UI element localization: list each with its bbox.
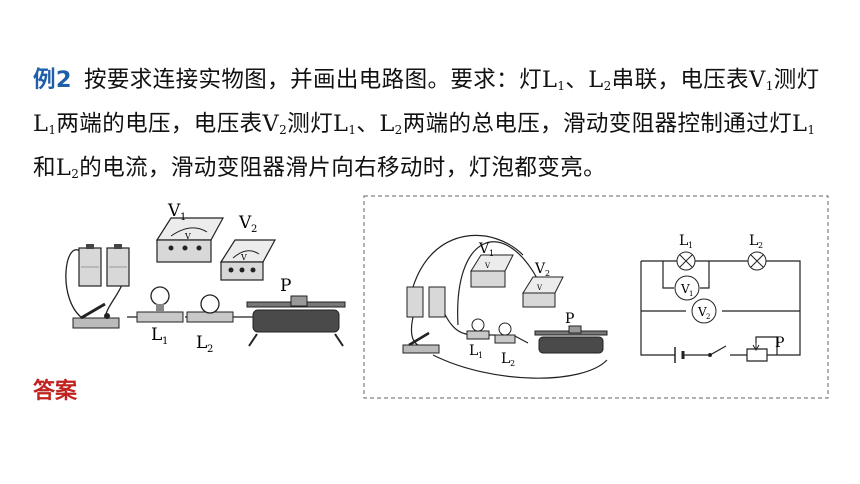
answer-figure-box: V V 1 V V 2 L 1 L 2 P <box>363 195 829 399</box>
problem-text-part: 两端的电压，电压表 <box>56 111 263 137</box>
answer-l2-label-sub: 2 <box>510 359 515 368</box>
answer-voltmeter-v1-icon <box>470 254 514 288</box>
problem-text-part: 、 <box>565 67 589 93</box>
lamp-l2-icon <box>186 294 234 323</box>
schematic-battery-icon <box>674 347 685 363</box>
answer-rheostat-icon <box>534 325 608 354</box>
p-label: P <box>280 276 291 296</box>
schematic-v2-label: V <box>697 305 707 319</box>
problem-text-part: 测灯 <box>773 67 820 93</box>
schematic-lamp-l2-icon <box>747 251 767 271</box>
problem-text-part: L <box>33 111 49 137</box>
answer-l2-label: L <box>501 351 510 367</box>
problem-text-part: L <box>379 111 395 137</box>
problem-text-part: 、 <box>356 111 380 137</box>
problem-text-sub: 1 <box>807 123 816 137</box>
problem-text-part: L <box>541 67 558 93</box>
problem-text-sub: 1 <box>48 123 57 137</box>
answer-battery-icon <box>406 286 446 318</box>
problem-text-sub: 2 <box>279 123 288 137</box>
voltmeter-v1-face-label: V <box>184 232 191 241</box>
schematic-v2-label-sub: 2 <box>706 313 710 321</box>
answer-v2-label: V <box>534 261 546 277</box>
lamp-l1-icon <box>136 286 184 323</box>
schematic-wires <box>640 260 801 362</box>
answer-lamp-l1-icon <box>466 318 490 340</box>
schematic-v1-label-sub: 1 <box>689 290 693 298</box>
problem-text-part: 测灯 <box>287 111 334 137</box>
voltmeter-v1-icon <box>155 217 225 263</box>
schematic-p-label: P <box>775 335 784 351</box>
schematic-l2-label-sub: 2 <box>758 241 763 250</box>
answer-v2-label-sub: 2 <box>545 269 550 278</box>
problem-text-sub: 1 <box>557 79 566 93</box>
answer-label: 答案 <box>33 379 78 404</box>
problem-text-part: V <box>749 67 766 93</box>
rheostat-icon <box>246 295 346 347</box>
answer-v1-label: V <box>478 241 490 257</box>
answer-v1-label-sub: 1 <box>489 249 494 258</box>
voltmeter-v2-face-label: V <box>240 253 247 262</box>
problem-text-sub: 1 <box>348 123 357 137</box>
schematic-voltmeter-v1-icon <box>674 275 700 301</box>
l1-label: L <box>151 325 162 345</box>
switch-icon <box>72 302 120 329</box>
answer-v1-face-label: V <box>484 262 491 270</box>
v2-label-sub: 2 <box>251 224 257 235</box>
v2-label: V <box>238 213 252 233</box>
answer-lamp-l2-icon <box>494 322 516 344</box>
problem-text-part: 两端的总电压，滑动变阻器控制通过灯 <box>402 111 793 137</box>
l2-label-sub: 2 <box>207 344 213 355</box>
schematic-v1-label: V <box>680 282 690 296</box>
problem-text-part: L <box>333 111 349 137</box>
problem-text-part: L <box>588 67 604 93</box>
v1-label-sub: 1 <box>180 212 186 223</box>
problem-text-sub: 2 <box>603 79 612 93</box>
problem-text-part: 串联，电压表 <box>611 67 750 93</box>
answer-l1-label-sub: 1 <box>478 351 483 360</box>
l2-label: L <box>196 333 207 353</box>
problem-text-sub: 2 <box>71 167 80 181</box>
problem-text-part: L <box>55 155 72 181</box>
problem-text-part: 的电流，滑动变阻器滑片向右移动时，灯泡都变亮。 <box>79 155 606 181</box>
problem-text-part: 和 <box>33 155 56 181</box>
answer-switch-icon <box>402 331 440 354</box>
answer-p-label: P <box>565 311 574 327</box>
schematic-slider-arrow <box>752 343 760 351</box>
problem-text-sub: 2 <box>394 123 403 137</box>
physical-circuit-figure: V V 1 V V 2 L 1 L 2 P <box>65 201 346 355</box>
l1-label-sub: 1 <box>162 336 168 347</box>
problem-text-sub: 1 <box>765 79 774 93</box>
battery-icon <box>78 244 130 287</box>
problem-text-part: V <box>262 111 280 137</box>
schematic-l2-label: L <box>749 233 758 249</box>
schematic-lamp-l1-icon <box>676 251 696 271</box>
problem-text-part: 按要求连接实物图，并画出电路图。要求：灯 <box>83 67 542 93</box>
schematic-l1-label-sub: 1 <box>688 241 693 250</box>
example-label: 例2 <box>33 67 72 93</box>
answer-v2-face-label: V <box>536 284 543 292</box>
v1-label: V <box>167 201 181 221</box>
voltmeter-v2-icon <box>219 239 277 281</box>
schematic-switch-icon <box>708 353 712 357</box>
answer-voltmeter-v2-icon <box>522 276 564 308</box>
problem-text-part: L <box>792 111 808 137</box>
schematic-l1-label: L <box>679 233 688 249</box>
schematic-voltmeter-v2-icon <box>691 298 717 324</box>
answer-l1-label: L <box>469 343 478 359</box>
